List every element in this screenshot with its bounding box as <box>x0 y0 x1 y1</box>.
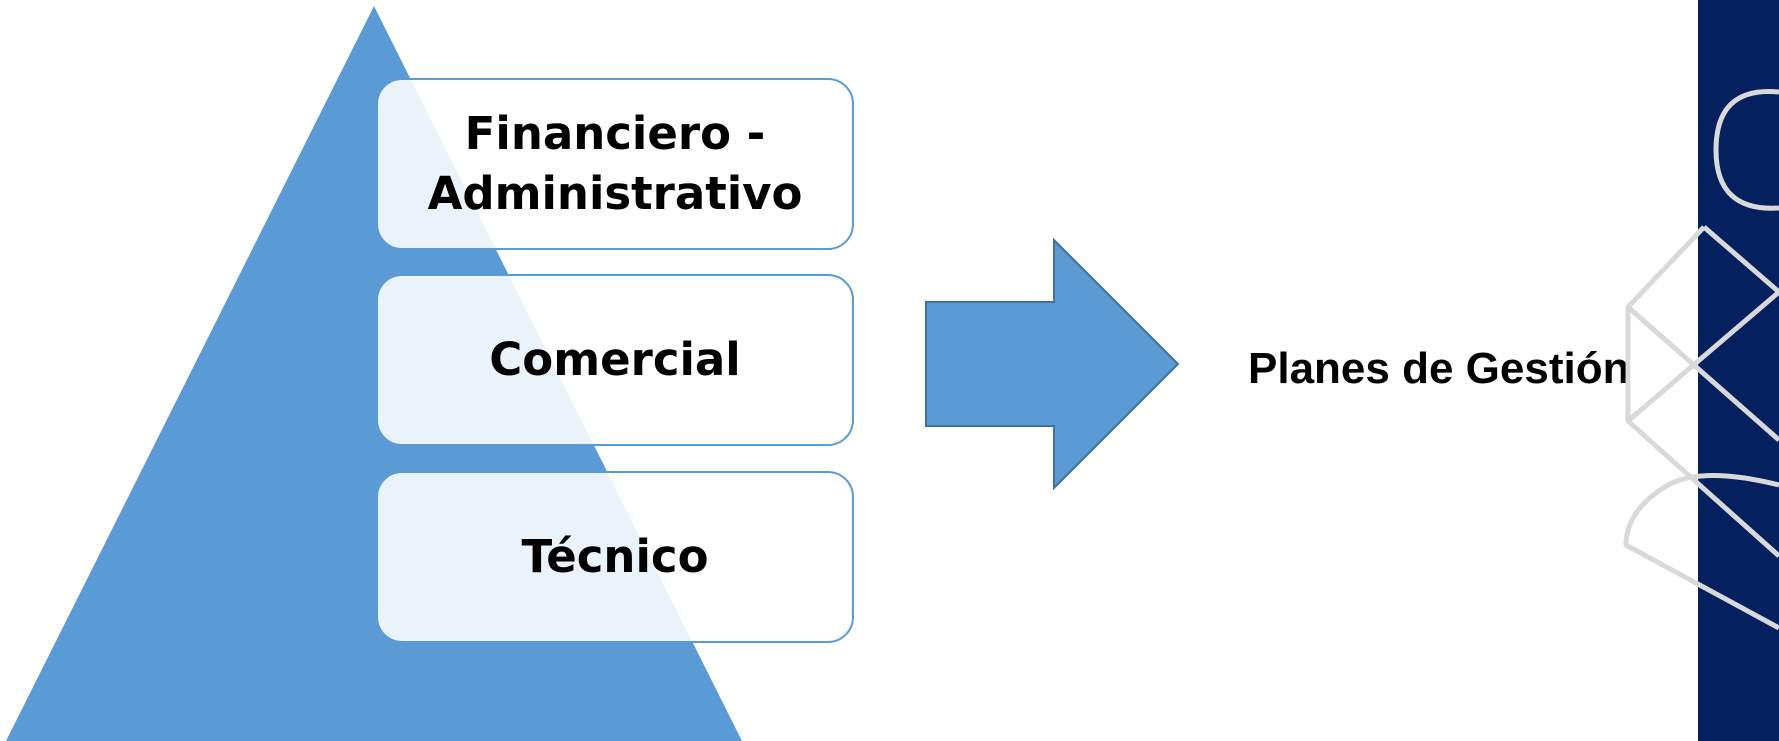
brand-panel <box>1698 0 1779 741</box>
level-box-tecnico: Técnico <box>376 471 854 643</box>
level-box-financiero-administrativo: Financiero - Administrativo <box>376 78 854 250</box>
level-label: Comercial <box>489 332 741 386</box>
result-label: Planes de Gestión <box>1248 344 1630 393</box>
level-label: Financiero - Administrativo <box>427 106 803 220</box>
level-label: Técnico <box>521 529 709 583</box>
right-arrow-icon <box>925 238 1180 491</box>
level-box-comercial: Comercial <box>376 274 854 446</box>
